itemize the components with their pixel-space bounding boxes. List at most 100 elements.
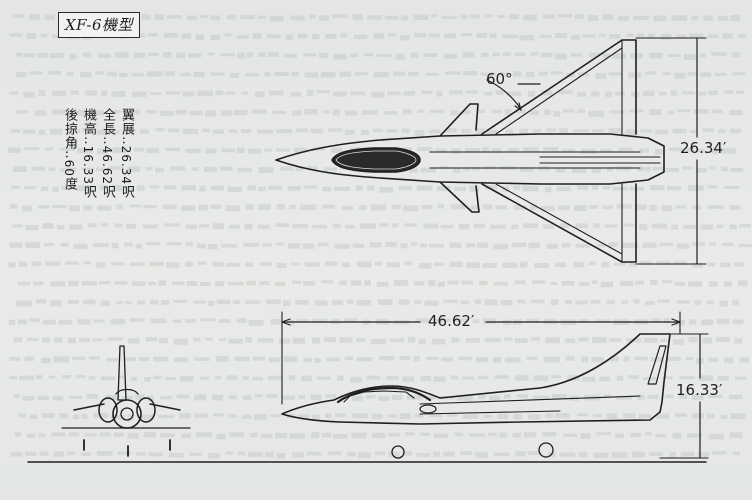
bleed-glyph xyxy=(228,129,238,133)
bleed-glyph xyxy=(344,356,354,361)
spec-sweep: 後掠角‥60度 xyxy=(62,108,77,191)
wingspan-label: 26.34′ xyxy=(680,139,727,157)
bleed-glyph xyxy=(462,110,471,115)
bleed-glyph xyxy=(386,129,398,133)
bleed-glyph xyxy=(657,299,670,303)
bleed-glyph xyxy=(564,338,575,344)
bleed-glyph xyxy=(580,433,591,439)
bleed-glyph xyxy=(9,356,21,361)
top-view-lower-wing-inner-line xyxy=(495,183,623,255)
bleed-glyph xyxy=(734,337,743,344)
bleed-glyph xyxy=(364,280,371,286)
bleed-glyph xyxy=(398,186,413,191)
front-view-canopy xyxy=(115,388,139,395)
bleed-glyph xyxy=(122,396,133,400)
bleed-glyph xyxy=(666,356,681,361)
bleed-glyph xyxy=(282,395,295,400)
bleed-glyph xyxy=(347,299,354,304)
bleed-glyph xyxy=(298,395,306,400)
bleed-glyph xyxy=(24,147,40,151)
spec-length-unit: 呎 xyxy=(100,185,115,200)
bleed-glyph xyxy=(385,376,399,380)
bleed-glyph xyxy=(162,204,177,210)
bleed-glyph xyxy=(702,337,712,344)
bleed-glyph xyxy=(451,337,460,343)
bleed-glyph xyxy=(640,129,653,133)
bleed-glyph xyxy=(242,395,252,401)
bleed-glyph xyxy=(689,319,697,325)
bleed-glyph xyxy=(185,224,197,229)
bleed-glyph xyxy=(390,338,405,343)
top-view-canopy-highlight xyxy=(335,150,417,170)
bleed-glyph xyxy=(172,319,182,324)
bleed-glyph xyxy=(543,356,560,363)
bleed-glyph xyxy=(214,281,225,287)
bleed-glyph xyxy=(543,109,551,115)
bleed-glyph xyxy=(719,262,731,268)
bleed-glyph xyxy=(135,243,142,249)
bleed-glyph xyxy=(170,166,186,171)
bleed-glyph xyxy=(473,223,485,229)
bleed-glyph xyxy=(447,280,459,285)
front-view-fuselage xyxy=(112,399,142,429)
bleed-glyph xyxy=(160,395,172,400)
bleed-glyph xyxy=(435,318,451,323)
bleed-glyph xyxy=(236,147,245,153)
bleed-glyph xyxy=(268,185,282,190)
bleed-glyph xyxy=(595,73,607,79)
sweep-angle-label: 60° xyxy=(486,70,513,88)
bleed-glyph xyxy=(463,166,470,172)
bleed-glyph xyxy=(555,53,567,60)
bleed-glyph xyxy=(454,186,467,191)
bleed-glyph xyxy=(185,148,201,154)
bleed-glyph xyxy=(514,280,526,285)
bleed-glyph xyxy=(284,356,298,362)
bleed-glyph xyxy=(352,14,363,21)
top-view-upper-canard xyxy=(439,103,479,137)
bleed-glyph xyxy=(571,53,583,57)
bleed-glyph xyxy=(100,300,110,307)
bleed-glyph xyxy=(489,33,497,38)
bleed-glyph xyxy=(143,205,157,209)
bleed-glyph xyxy=(174,357,188,362)
bleed-glyph xyxy=(437,281,445,287)
bleed-glyph xyxy=(181,33,191,39)
bleed-glyph xyxy=(26,337,39,341)
bleed-glyph xyxy=(86,394,98,399)
bleed-glyph xyxy=(253,414,267,420)
bleed-glyph xyxy=(466,243,476,248)
bleed-glyph xyxy=(444,33,456,39)
bleed-glyph xyxy=(435,148,447,153)
bleed-glyph xyxy=(155,128,165,132)
bleed-glyph xyxy=(100,90,107,97)
bleed-glyph xyxy=(602,53,610,59)
bleed-glyph xyxy=(388,451,400,457)
bleed-glyph xyxy=(14,432,22,437)
sweep-angle-arrow xyxy=(514,102,522,111)
bleed-glyph xyxy=(220,110,232,116)
bleed-glyph xyxy=(440,224,454,229)
bleed-glyph xyxy=(660,34,672,40)
bleed-glyph xyxy=(423,53,438,57)
bleed-glyph xyxy=(602,186,611,190)
bleed-glyph xyxy=(356,338,366,342)
bleed-glyph xyxy=(69,224,83,230)
bleed-glyph xyxy=(504,109,512,115)
bleed-glyph xyxy=(124,242,133,247)
bleed-glyph xyxy=(332,109,340,116)
bleed-glyph xyxy=(539,71,548,76)
bleed-glyph xyxy=(29,71,43,75)
bleed-glyph xyxy=(688,337,698,343)
bleed-glyph xyxy=(450,204,465,210)
bleed-glyph xyxy=(672,128,687,134)
bleed-glyph xyxy=(216,433,226,440)
bleed-glyph xyxy=(29,318,40,323)
bleed-glyph xyxy=(588,205,598,209)
bleed-glyph xyxy=(210,72,225,76)
bleed-glyph xyxy=(81,281,97,286)
bleed-glyph xyxy=(133,109,141,115)
bleed-glyph xyxy=(320,280,334,284)
bleed-glyph xyxy=(49,52,64,58)
bleed-glyph xyxy=(303,185,318,189)
bleed-glyph xyxy=(671,224,678,230)
